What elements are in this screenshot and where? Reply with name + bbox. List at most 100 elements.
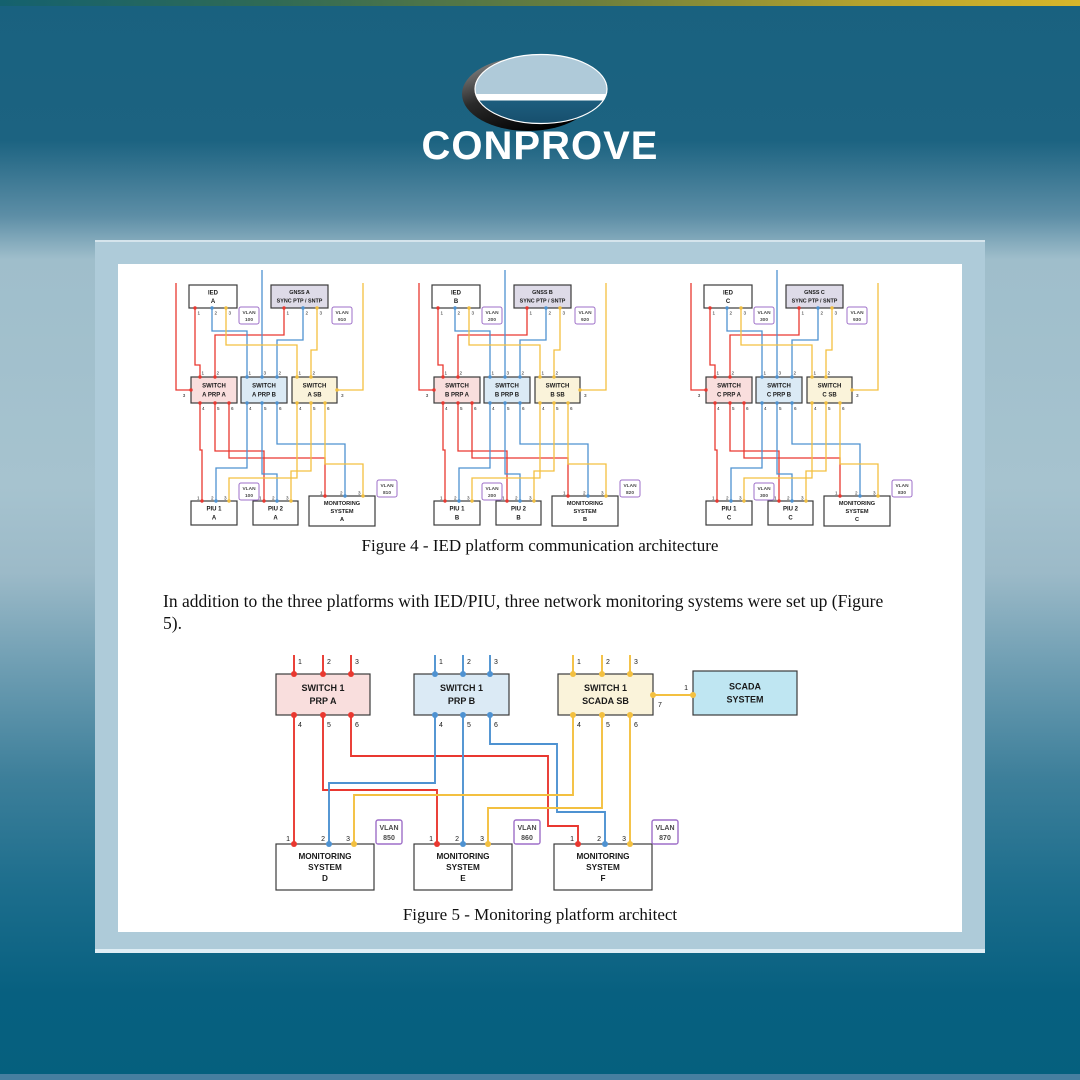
vlan-mon-word: VLAN bbox=[895, 483, 909, 489]
port-num: 6 bbox=[494, 722, 498, 729]
monitoring-box-label: B bbox=[583, 517, 587, 523]
port-dot bbox=[810, 401, 814, 405]
port-dot bbox=[335, 388, 339, 392]
monitoring-box-0-label: MONITORING bbox=[298, 852, 351, 861]
monitoring-box-0 bbox=[275, 843, 375, 891]
piu2-box-label: C bbox=[788, 516, 793, 522]
port-num: 3 bbox=[744, 311, 747, 316]
vlan-ied-num: 300 bbox=[760, 317, 768, 323]
port-dot bbox=[503, 401, 507, 405]
piu2-box-label: B bbox=[516, 516, 521, 522]
port-num: 3 bbox=[183, 393, 186, 398]
wire bbox=[437, 308, 444, 377]
port-num: 3 bbox=[698, 393, 701, 398]
vlan-mon-word: VLAN bbox=[380, 483, 394, 489]
vlan-mon-1-num: 860 bbox=[521, 835, 533, 842]
port-num: 2 bbox=[340, 491, 343, 496]
port-num: 2 bbox=[556, 371, 559, 376]
port-num: 5 bbox=[327, 722, 331, 729]
port-num: 3 bbox=[229, 311, 232, 316]
port-num: 1 bbox=[712, 496, 715, 501]
port-dot bbox=[262, 499, 266, 503]
wire bbox=[350, 715, 579, 844]
port-num: 5 bbox=[556, 406, 559, 411]
vlan-mon-word: VLAN bbox=[623, 483, 637, 489]
wire bbox=[199, 403, 203, 501]
gnss-box-label: GNSS A bbox=[289, 290, 310, 296]
wire bbox=[489, 715, 606, 844]
piu1-box bbox=[190, 500, 238, 526]
port-dot bbox=[210, 306, 214, 310]
port-num: 1 bbox=[439, 659, 443, 666]
switch1-box-1-label: PRP B bbox=[448, 696, 476, 706]
port-num: 1 bbox=[802, 311, 805, 316]
port-num: 2 bbox=[730, 311, 733, 316]
port-num: 4 bbox=[542, 406, 545, 411]
paragraph-line-1: In addition to the three platforms with … bbox=[163, 591, 884, 611]
ied-box-label: IED bbox=[208, 290, 219, 296]
port-num: 3 bbox=[341, 393, 344, 398]
wire bbox=[709, 308, 716, 377]
port-dot bbox=[323, 401, 327, 405]
port-num: 1 bbox=[198, 311, 201, 316]
port-num: 2 bbox=[549, 311, 552, 316]
port-num: 3 bbox=[494, 659, 498, 666]
wire bbox=[468, 308, 541, 377]
monitoring-box-label: MONITORING bbox=[567, 501, 603, 507]
port-dot bbox=[309, 375, 313, 379]
port-dot bbox=[570, 712, 576, 718]
port-dot bbox=[295, 375, 299, 379]
port-num: 6 bbox=[474, 406, 477, 411]
piu1-box-label: B bbox=[455, 516, 460, 522]
port-num: 5 bbox=[467, 722, 471, 729]
port-dot bbox=[575, 841, 581, 847]
port-num: 2 bbox=[522, 371, 525, 376]
port-dot bbox=[602, 841, 608, 847]
port-dot bbox=[213, 375, 217, 379]
scada-system-box-label: SYSTEM bbox=[726, 695, 763, 705]
port-num: 2 bbox=[306, 311, 309, 316]
wire bbox=[228, 403, 298, 501]
port-num: 5 bbox=[606, 722, 610, 729]
port-dot bbox=[487, 671, 493, 677]
ied-box-label: IED bbox=[723, 290, 734, 296]
port-dot bbox=[858, 494, 862, 498]
port-dot bbox=[850, 388, 854, 392]
scada-system-box bbox=[692, 670, 798, 716]
port-dot bbox=[810, 375, 814, 379]
port-num: 1 bbox=[287, 311, 290, 316]
wire bbox=[729, 308, 800, 377]
vlan-ied bbox=[753, 306, 775, 325]
port-dot bbox=[704, 388, 708, 392]
vlan-mon-2-num: 870 bbox=[659, 835, 671, 842]
port-dot bbox=[189, 388, 193, 392]
port-num: 3 bbox=[264, 371, 267, 376]
vlan-mon-1 bbox=[513, 819, 541, 845]
vlan-mon-2 bbox=[651, 819, 679, 845]
port-dot bbox=[708, 306, 712, 310]
port-num: 5 bbox=[828, 406, 831, 411]
paragraph-line-2: 5). bbox=[163, 613, 182, 633]
switch-prpb-box-label: SWITCH bbox=[252, 384, 276, 390]
port-num: 2 bbox=[515, 496, 518, 501]
port-num: 3 bbox=[801, 496, 804, 501]
port-dot bbox=[552, 401, 556, 405]
port-num: 3 bbox=[355, 659, 359, 666]
switch1-box-0-label: PRP A bbox=[309, 696, 337, 706]
port-num: 1 bbox=[717, 371, 720, 376]
port-num: 2 bbox=[821, 311, 824, 316]
port-num: 4 bbox=[717, 406, 720, 411]
port-num: 1 bbox=[259, 496, 262, 501]
port-num: 1 bbox=[197, 496, 200, 501]
wire bbox=[290, 403, 312, 501]
port-num: 2 bbox=[597, 836, 601, 843]
port-num: 4 bbox=[249, 406, 252, 411]
gnss-box bbox=[785, 284, 844, 309]
port-num: 3 bbox=[346, 836, 350, 843]
switch1-box-0 bbox=[275, 673, 371, 716]
switch1-box-2 bbox=[557, 673, 654, 716]
switch-prpa-box bbox=[705, 376, 753, 404]
port-num: 2 bbox=[583, 491, 586, 496]
port-dot bbox=[604, 494, 608, 498]
